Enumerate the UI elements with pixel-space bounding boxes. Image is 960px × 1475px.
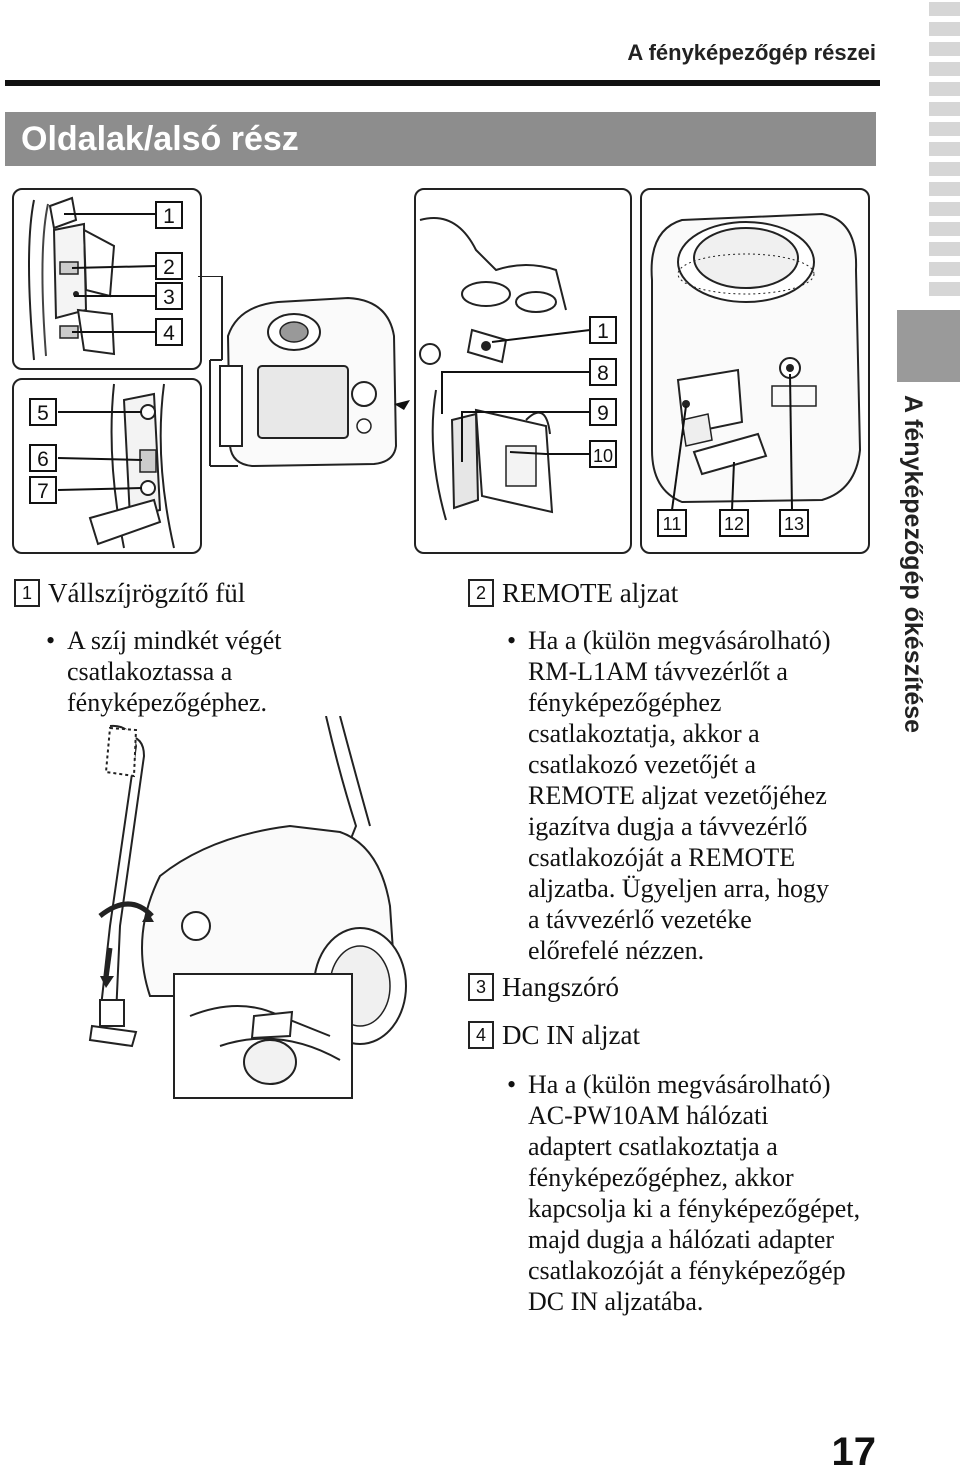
bullet-line: csatlakoztassa a <box>67 657 233 686</box>
camera-bottom-drawing: 11 12 13 <box>650 212 862 537</box>
bullet-line: fényképezőgéphez. <box>67 688 267 717</box>
callout-label: 12 <box>724 514 744 534</box>
card-slot-drawing: 1 8 9 10 <box>419 217 617 521</box>
bullet-line: a távvezérlő vezetéke <box>528 905 752 934</box>
edge-stripe <box>929 222 960 236</box>
bullet-line: csatlakozóját a fényképezőgép <box>528 1256 846 1285</box>
bullet-line: kapcsolja ki a fényképezőgépet, <box>528 1194 861 1223</box>
item-title-text: DC IN aljzat <box>502 1020 640 1050</box>
bullet-symbol: • <box>507 626 517 655</box>
camera-back-illustration <box>198 276 410 468</box>
bullet-line: A szíj mindkét végét <box>67 626 282 655</box>
item-title-1: 1 Vállszíjrögzítő fül <box>14 578 245 609</box>
callout-label: 7 <box>37 480 49 503</box>
item-title-4: 4 DC IN aljzat <box>468 1020 640 1051</box>
item-title-text: Hangszóró <box>502 972 619 1002</box>
bullet-line: csatlakozóját a REMOTE <box>528 843 796 872</box>
callout-label: 13 <box>784 514 804 534</box>
side-connectors-drawing: 1 2 3 4 <box>28 196 183 361</box>
chapter-side-tab: A fényképezőgép őkészítése <box>899 395 927 734</box>
item-title-text: Vállszíjrögzítő fül <box>48 578 246 608</box>
header-rule <box>5 80 880 86</box>
item-1-bullet: • A szíj mindkét végét csatlakoztassa a … <box>46 625 282 718</box>
bullet-symbol: • <box>46 626 56 655</box>
callout-label: 5 <box>37 402 49 425</box>
bullet-line: csatlakoztatja, akkor a <box>528 719 760 748</box>
bullet-line: RM-L1AM távvezérlőt a <box>528 657 788 686</box>
edge-stripe <box>929 42 960 56</box>
edge-stripe <box>929 2 960 16</box>
page-number: 17 <box>831 1430 877 1474</box>
edge-stripe <box>929 282 960 296</box>
illustration-side-terminals: 5 6 7 <box>12 378 202 554</box>
item-title-2: 2 REMOTE aljzat <box>468 578 678 609</box>
section-title: Oldalak/alsó rész <box>5 112 876 166</box>
edge-stripe <box>929 102 960 116</box>
edge-stripe <box>929 162 960 176</box>
bullet-line: Ha a (külön megvásárolható) <box>528 1070 831 1099</box>
callout-label: 3 <box>163 286 175 309</box>
bullet-line: csatlakozó vezetőjét a <box>528 750 757 779</box>
illustration-side-connectors: 1 2 3 4 <box>12 188 202 370</box>
item-number: 1 <box>14 579 40 607</box>
callout-label: 2 <box>163 256 175 279</box>
item-number: 2 <box>468 579 494 607</box>
bullet-line: AC-PW10AM hálózati <box>528 1101 769 1130</box>
callout-label: 9 <box>597 402 609 425</box>
bullet-line: igazítva dugja a távvezérlő <box>528 812 808 841</box>
callout-label: 8 <box>597 362 609 385</box>
callout-label: 1 <box>597 320 609 343</box>
callout-label: 1 <box>163 205 175 228</box>
item-title-text: REMOTE aljzat <box>502 578 679 608</box>
edge-stripe <box>929 182 960 196</box>
bullet-line: aljzatba. Ügyeljen arra, hogy <box>528 874 830 903</box>
item-title-3: 3 Hangszóró <box>468 972 619 1003</box>
edge-stripe <box>929 62 960 76</box>
bullet-line: DC IN aljzatába. <box>528 1287 704 1316</box>
bullet-line: REMOTE aljzat vezetőjéhez <box>528 781 827 810</box>
callout-label: 10 <box>593 446 613 466</box>
callout-label: 4 <box>163 322 175 345</box>
bullet-line: majd dugja a hálózati adapter <box>528 1225 835 1254</box>
item-number: 4 <box>468 1021 494 1049</box>
edge-stripe <box>929 242 960 256</box>
callout-label: 6 <box>37 448 49 471</box>
item-number: 3 <box>468 973 494 1001</box>
edge-stripe <box>929 142 960 156</box>
edge-stripe <box>929 122 960 136</box>
strap-attachment-illustration <box>88 716 407 1099</box>
bullet-line: előrefelé nézzen. <box>528 936 705 965</box>
edge-stripe <box>929 22 960 36</box>
item-2-bullet: • Ha a (külön megvásárolható) RM-L1AM tá… <box>507 625 831 966</box>
bullet-line: adaptert csatlakoztatja a <box>528 1132 778 1161</box>
callout-label: 11 <box>663 514 682 534</box>
edge-stripe <box>929 82 960 96</box>
bullet-line: fényképezőgéphez <box>528 688 722 717</box>
side-terminals-drawing: 5 6 7 <box>29 383 175 549</box>
item-4-bullet: • Ha a (külön megvásárolható) AC-PW10AM … <box>507 1069 861 1317</box>
edge-stripe <box>929 202 960 216</box>
edge-stripe <box>929 262 960 276</box>
illustration-camera-bottom: 11 12 13 <box>640 188 870 554</box>
illustration-card-slot: 1 8 9 10 <box>414 188 632 554</box>
bullet-symbol: • <box>507 1070 517 1099</box>
bullet-line: Ha a (külön megvásárolható) <box>528 626 831 655</box>
bullet-line: fényképezőgéphez, akkor <box>528 1163 794 1192</box>
chapter-tab-marker <box>897 310 960 382</box>
running-head: A fényképezőgép részei <box>627 40 876 65</box>
